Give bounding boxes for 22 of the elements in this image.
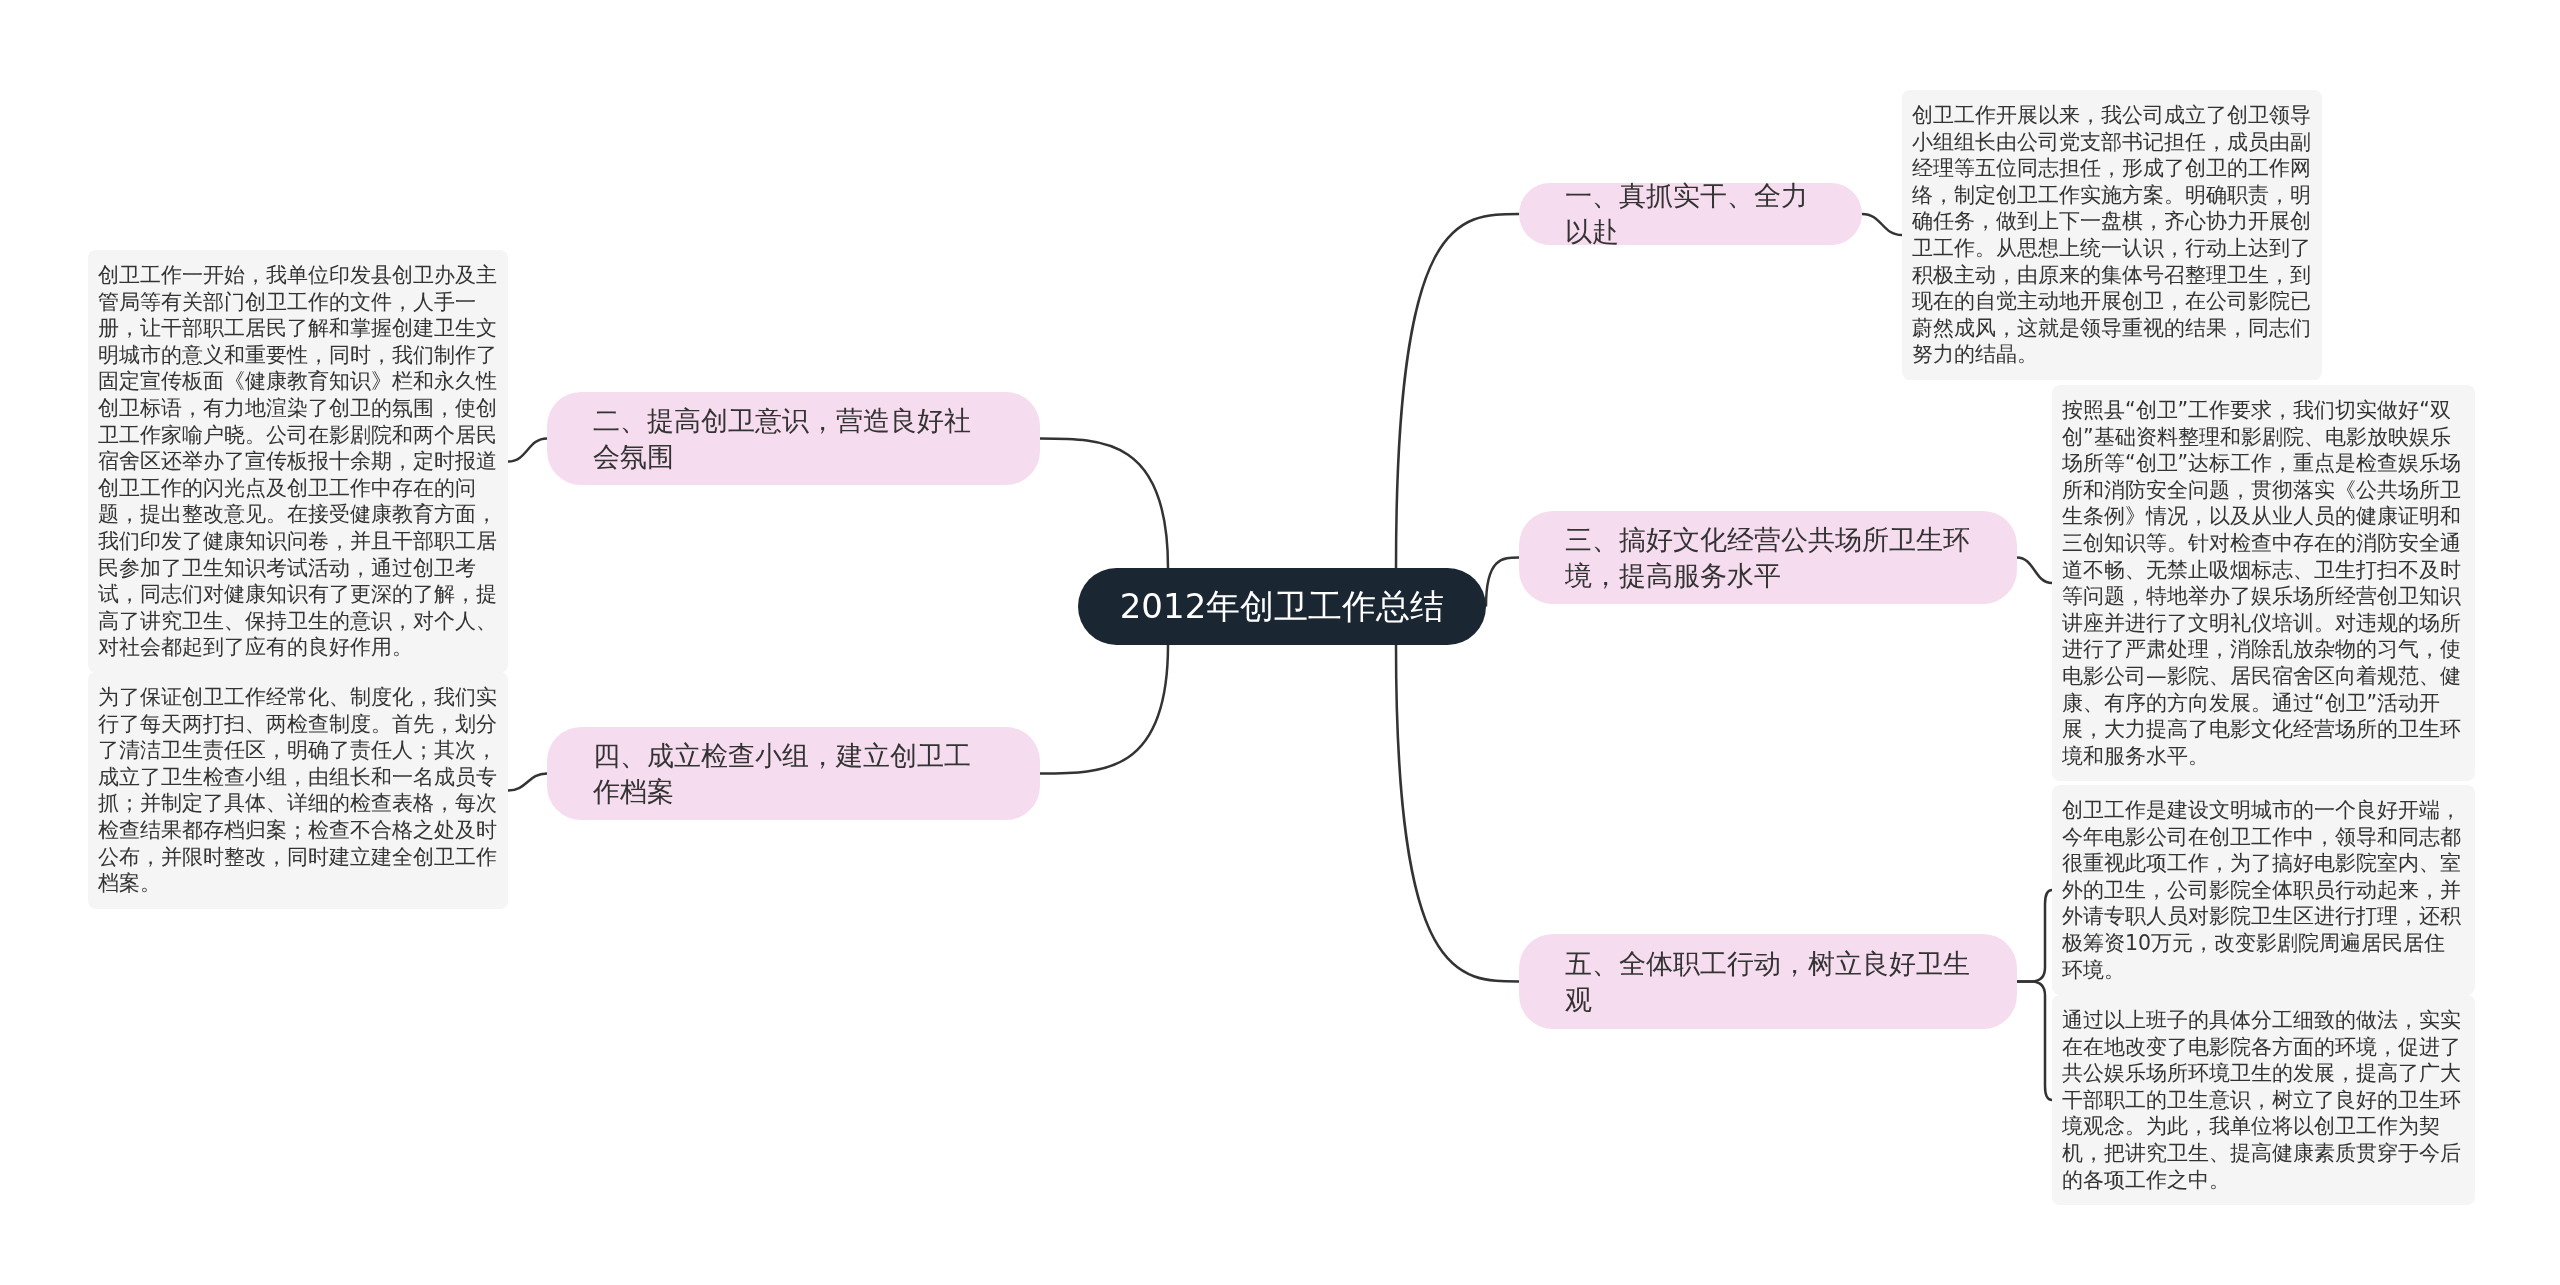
connector-line: [507, 772, 548, 792]
connector-line: [1394, 212, 1519, 568]
connector-line: [1394, 644, 1519, 983]
connector-line: [2016, 556, 2053, 585]
note-card: 通过以上班子的具体分工细致的做法，实实在在地改变了电影院各方面的环境，促进了共公娱乐场所环境卫生的发展，提高了广大干部职工的卫生意识，树立了良好的卫生环境观念。为此，我单位将以创卫工作为契机，把讲究卫生、提高健康素质贯穿于今后的各项工作之中。: [2052, 995, 2475, 1206]
connector-line: [1861, 212, 1903, 237]
central-topic: 2012年创卫工作总结: [1078, 568, 1486, 645]
connector-line: [1040, 644, 1170, 775]
topic-bubble: 五、全体职工行动，树立良好卫生观: [1519, 934, 2017, 1029]
topic-bubble: 四、成立检查小组，建立创卫工作档案: [547, 727, 1040, 820]
connector-line: [1484, 556, 1519, 607]
note-card: 创卫工作一开始，我单位印发县创卫办及主管局等有关部门创卫工作的文件，人手一册，让干部职工居民了解和掌握创建卫生文明城市的意义和重要性，同时，我们制作了固定宣传板面《健康教育知识》栏和永久性创卫标语，有力地渲染了创卫的氛围，使创卫工作家喻户晓。公司在影剧院和两个居民宿舍区还举办了宣传板报十余期，定时报道创卫工作的闪光点及创卫工作中存在的问题，提出整改意见。在接受健康教育方面，我们印发了健康知识问卷，并且干部职工居民参加了卫生知识考试活动，通过创卫考试，同志们对健康知识有了更深的了解，提高了讲究卫生、保持卫生的意识，对个人、对社会都起到了应有的良好作用。: [88, 250, 508, 673]
topic-bubble: 二、提高创卫意识，营造良好社会氛围: [547, 392, 1040, 485]
note-card: 按照县“创卫”工作要求，我们切实做好“双创”基础资料整理和影剧院、电影放映娱乐场所等“创卫”达标工作，重点是检查娱乐场所和消防安全问题，贯彻落实《公共场所卫生条例》情况，以及从业人员的健康证明和三创知识等。针对检查中存在的消防安全通道不畅、无禁止吸烟标志、卫生打扫不及时等问题，特地举办了娱乐场所经营创卫知识讲座并进行了文明礼仪培训。对违规的场所进行了严肃处理，消除乱放杂物的习气，使电影公司—影院、居民宿舍区向着规范、健康、有序的方向发展。通过“创卫”活动开展，大力提高了电影文化经营场所的卫生环境和服务水平。: [2052, 385, 2475, 782]
topic-bubble: 三、搞好文化经营公共场所卫生环境，提高服务水平: [1519, 511, 2017, 604]
note-card: 为了保证创卫工作经常化、制度化，我们实行了每天两打扫、两检查制度。首先，划分了清洁卫生责任区，明确了责任人；其次，成立了卫生检查小组，由组长和一名成员专抓；并制定了具体、详细的检查表格，每次检查结果都存档归案；检查不合格之处及时公布，并限时整改，同时建立建全创卫工作档案。: [88, 672, 508, 909]
note-card: 创卫工作开展以来，我公司成立了创卫领导小组组长由公司党支部书记担任，成员由副经理等五位同志担任，形成了创卫的工作网络，制定创卫工作实施方案。明确职责，明确任务，做到上下一盘棋，齐心协力开展创卫工作。从思想上统一认识，行动上达到了积极主动，由原来的集体号召整理卫生，到现在的自觉主动地开展创卫，在公司影院已蔚然成风，这就是领导重视的结果，同志们努力的结晶。: [1902, 90, 2322, 380]
connector-line: [1040, 437, 1170, 569]
note-card: 创卫工作是建设文明城市的一个良好开端，今年电影公司在创卫工作中，领导和同志都很重视此项工作，为了搞好电影院室内、室外的卫生，公司影院全体职员行动起来，并外请专职人员对影院卫生区进行打理，还积极筹资10万元，改变影剧院周遍居民居住环境。: [2052, 785, 2475, 996]
connector-line: [507, 437, 548, 463]
topic-bubble: 一、真抓实干、全力以赴: [1519, 183, 1862, 245]
connector-line: [2017, 980, 2053, 1102]
